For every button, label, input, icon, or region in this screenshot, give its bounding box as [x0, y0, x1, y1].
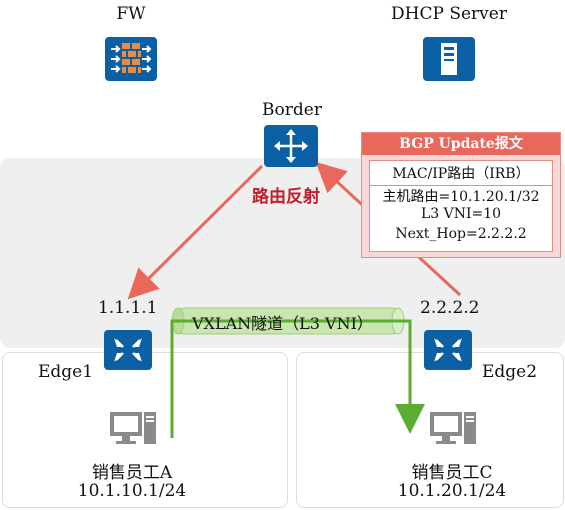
bgp-update-title: BGP Update报文: [362, 133, 560, 155]
bgp-route-type: MAC/IP路由（IRB）: [370, 163, 552, 186]
host-a-ip: 10.1.10.1/24: [77, 481, 187, 501]
edge1-ip: 1.1.1.1: [98, 298, 158, 318]
route-reflection-label: 路由反射: [252, 187, 320, 207]
reflect-arrow-left: [127, 164, 264, 300]
switch-icon: [424, 330, 472, 370]
router-icon: [264, 125, 318, 167]
dhcp-server-label: DHCP Server: [391, 4, 507, 24]
bgp-l3-vni: L3 VNI=10: [420, 206, 502, 222]
border-label: Border: [262, 100, 322, 120]
host-c-ip: 10.1.20.1/24: [397, 481, 507, 501]
bgp-update-box: BGP Update报文 MAC/IP路由（IRB） 主机路由=10.1.20.…: [361, 132, 561, 258]
edge2-label: Edge2: [482, 362, 538, 382]
vxlan-tunnel-label: VXLAN隧道（L3 VNI）: [192, 314, 373, 333]
fw-label: FW: [116, 4, 146, 24]
bgp-host-route: 主机路由=10.1.20.1/32: [382, 189, 540, 205]
server-icon: [423, 37, 475, 81]
pc-icon: [108, 408, 158, 452]
firewall-icon: [105, 37, 157, 81]
switch-icon: [104, 330, 152, 370]
host-a-name: 销售员工A: [91, 463, 173, 483]
edge1-label: Edge1: [38, 362, 94, 382]
bgp-next-hop: Next_Hop=2.2.2.2: [395, 226, 527, 242]
host-c-name: 销售员工C: [411, 463, 493, 483]
traffic-path: [170, 319, 425, 438]
edge2-ip: 2.2.2.2: [420, 298, 480, 318]
pc-icon: [428, 408, 478, 452]
bgp-update-body: MAC/IP路由（IRB） 主机路由=10.1.20.1/32 L3 VNI=1…: [369, 160, 553, 252]
